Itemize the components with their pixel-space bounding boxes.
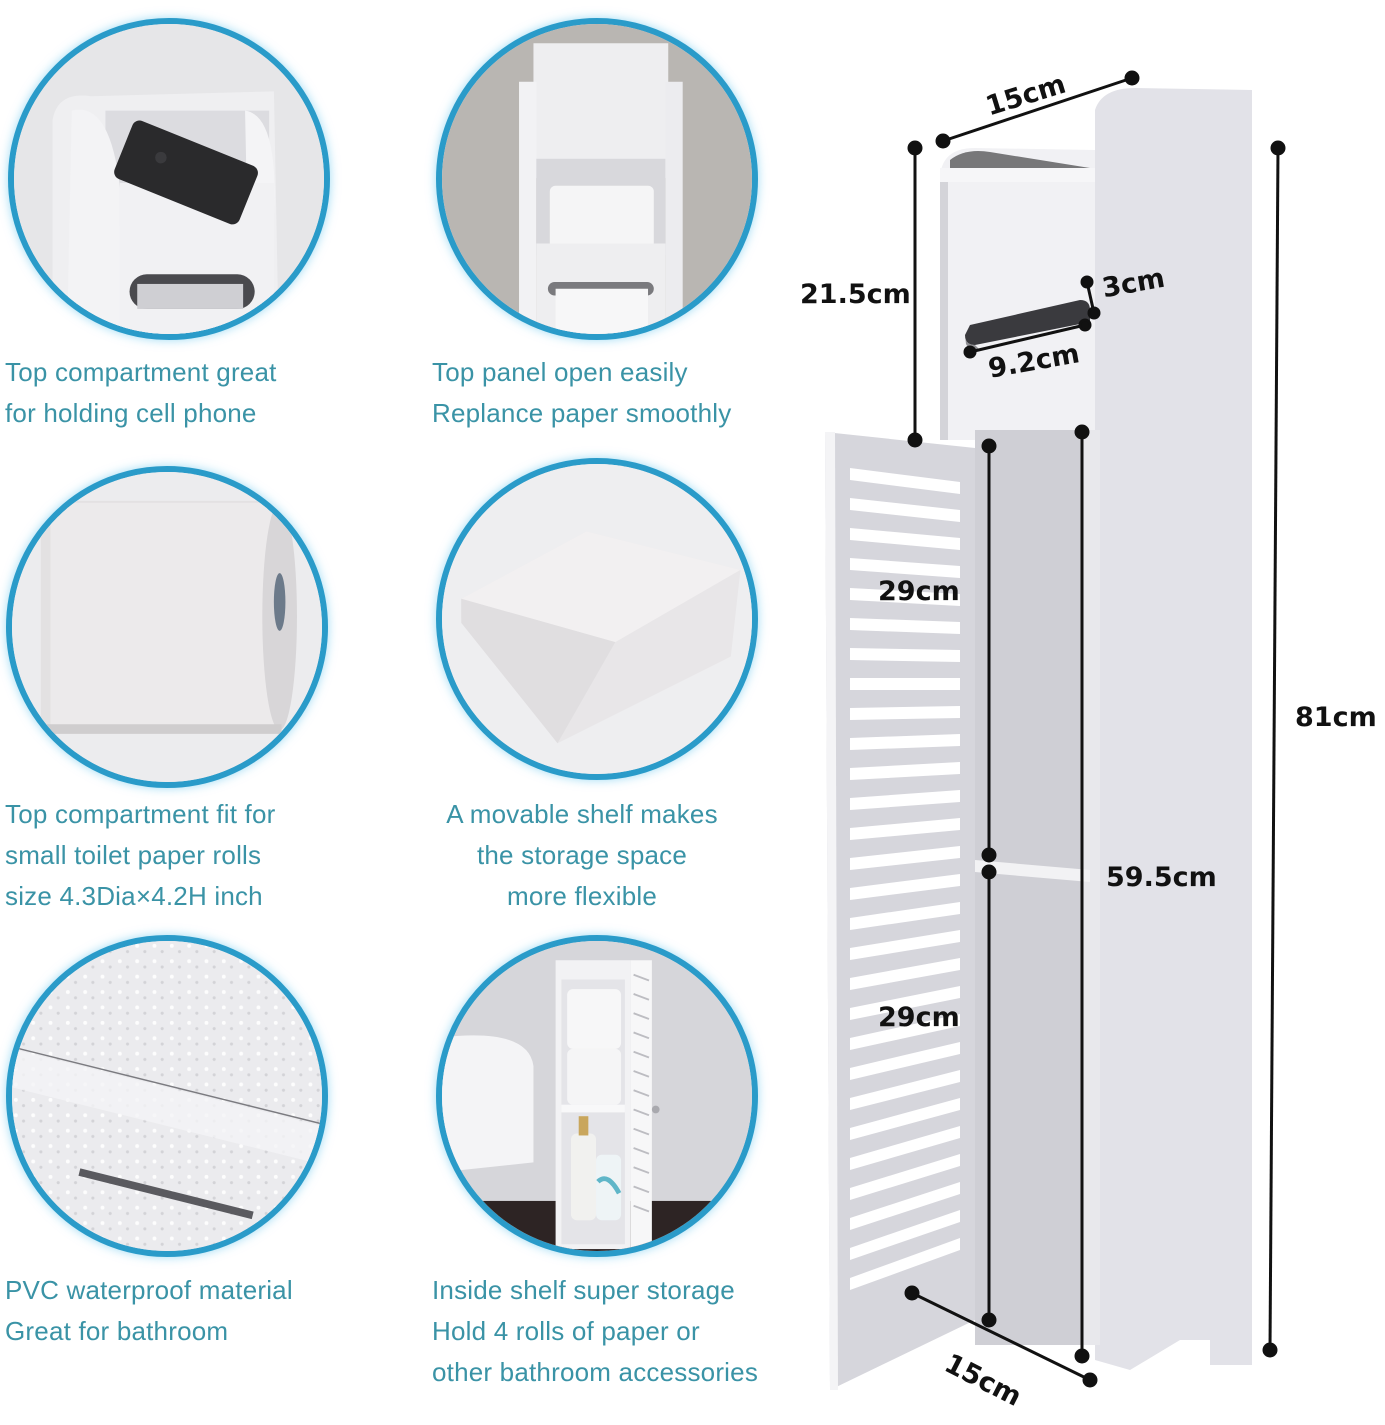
dimension-lower-shelf-height: 29cm <box>878 1002 960 1033</box>
feature-image-top-panel <box>436 18 758 340</box>
inside-storage-illustration <box>442 941 752 1251</box>
cabinet-with-phone-illustration <box>14 24 324 334</box>
open-top-panel-illustration <box>442 24 752 334</box>
dimension-upper-shelf-height: 29cm <box>878 576 960 607</box>
feature-caption-movable-shelf: A movable shelf makes the storage space … <box>446 799 718 911</box>
dimension-lower-section-height: 59.5cm <box>1106 862 1217 893</box>
feature-caption-paper-roll: Top compartment fit for small toilet pap… <box>5 799 276 911</box>
movable-shelf-illustration <box>442 464 752 774</box>
cabinet-dimension-diagram: 15cm 21.5cm 3cm 9.2cm 29cm 59.5cm 29cm 8… <box>790 60 1385 1425</box>
feature-image-phone-compartment <box>8 18 330 340</box>
feature-caption-inside-storage: Inside shelf super storage Hold 4 rolls … <box>432 1275 759 1387</box>
door-vent-slots <box>850 468 960 1290</box>
feature-image-waterproof <box>6 935 328 1257</box>
waterproof-panel-illustration <box>12 941 322 1251</box>
cabinet-illustration <box>825 70 1286 1390</box>
feature-caption-waterproof: PVC waterproof material Great for bathro… <box>5 1275 293 1346</box>
feature-caption-phone-compartment: Top compartment great for holding cell p… <box>5 357 277 428</box>
feature-image-paper-roll <box>6 466 328 788</box>
dimension-top-section-height: 21.5cm <box>800 279 911 310</box>
dimension-total-height: 81cm <box>1295 702 1377 733</box>
feature-image-inside-storage <box>436 935 758 1257</box>
dimension-lines <box>904 70 1286 1388</box>
feature-image-movable-shelf <box>436 458 758 780</box>
toilet-paper-roll-illustration <box>12 472 322 782</box>
feature-caption-top-panel: Top panel open easily Replance paper smo… <box>432 357 732 428</box>
